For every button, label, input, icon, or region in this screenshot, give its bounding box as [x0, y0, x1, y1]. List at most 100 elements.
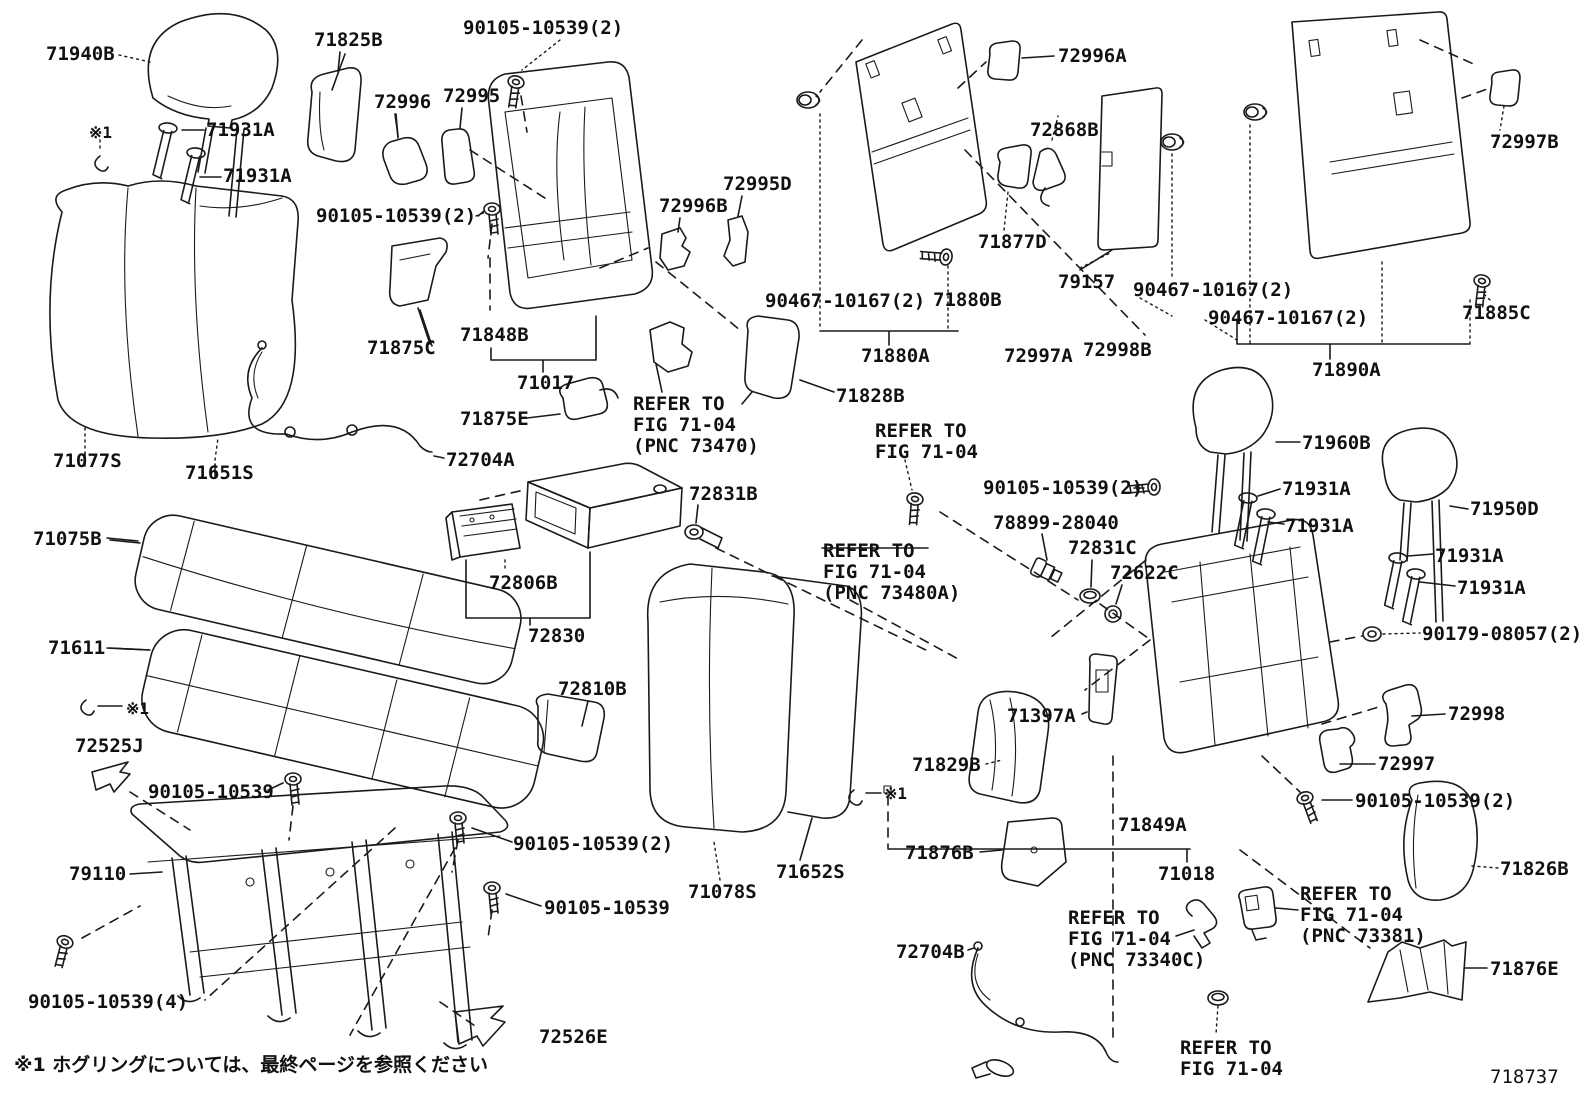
part-label: 71829B [912, 754, 981, 776]
footnote: ※1 ホグリングについては、最終ページを参照ください [14, 1054, 488, 1076]
part-label: 72831C [1068, 537, 1137, 559]
part-label: 90467-10167(2) [1208, 307, 1369, 329]
part-label: 71890A [1312, 359, 1381, 381]
part-label: 71651S [185, 462, 254, 484]
clip-72996a-art [957, 40, 1055, 89]
figure-number: 718737 [1490, 1066, 1559, 1088]
part-label: 72998 [1448, 703, 1506, 725]
cover-71826b-art [1403, 780, 1499, 901]
part-label: 72622C [1110, 562, 1179, 584]
pin-72831b-art [684, 504, 931, 653]
part-label: 72998B [1083, 339, 1152, 361]
part-label: 90105-10539(2) [1355, 790, 1516, 812]
part-label: REFER TO FIG 71-04 (PNC 73480A) [823, 540, 961, 604]
back-panel-left-art [796, 22, 1146, 346]
part-label: ※1 [89, 123, 113, 142]
misc-bottom-right-art [1175, 849, 1371, 1035]
part-label: 71875C [367, 337, 436, 359]
side-shield-art [388, 237, 835, 421]
cover-72810b-art [535, 693, 606, 763]
part-label: 72525J [75, 735, 144, 757]
part-label: 71931A [1435, 545, 1504, 567]
seatback-board-small-art [306, 51, 362, 163]
part-label: 71397A [1007, 705, 1076, 727]
leader-lines [84, 39, 1491, 651]
part-label: REFER TO FIG 71-04 (PNC 73340C) [1068, 907, 1206, 971]
part-label: ※1 [126, 699, 150, 718]
part-label: 71885C [1462, 302, 1531, 324]
recliner-parts-art [599, 195, 749, 331]
part-label: REFER TO FIG 71-04 [875, 420, 978, 463]
part-label: 90467-10167(2) [765, 290, 926, 312]
part-label: REFER TO FIG 71-04 [1180, 1037, 1283, 1080]
part-label: 71931A [223, 165, 292, 187]
cable-72704a-art [246, 340, 445, 459]
part-label: 71877D [978, 231, 1047, 253]
back-panel-right-art [1160, 11, 1521, 360]
part-label: 71652S [776, 861, 845, 883]
part-label: REFER TO FIG 71-04 (PNC 73381) [1300, 883, 1426, 947]
part-label: 71828B [836, 385, 905, 407]
part-label: 90105-10539(2) [513, 833, 674, 855]
bench-cushion-art [109, 514, 522, 685]
part-label: 71940B [46, 43, 115, 65]
part-label: 90105-10539 [544, 897, 670, 919]
part-label: 72831B [689, 483, 758, 505]
part-label: 71017 [517, 372, 575, 394]
side-covers-right-art [968, 653, 1118, 887]
part-label: 71931A [206, 119, 275, 141]
part-label: 71876B [905, 842, 974, 864]
part-label: 71077S [53, 450, 122, 472]
seatback-right-art [646, 563, 961, 881]
part-label: 71960B [1302, 432, 1371, 454]
part-label: 72868B [1030, 119, 1099, 141]
part-label: 72995D [723, 173, 792, 195]
lock-parts-art [997, 115, 1066, 231]
headrest-stay-art [94, 121, 222, 206]
part-label: 71078S [688, 881, 757, 903]
part-label: 72996 [374, 91, 432, 113]
part-label: 71931A [1282, 478, 1351, 500]
part-label: 71849A [1118, 814, 1187, 836]
part-label: 72830 [528, 625, 586, 647]
part-label: 72810B [558, 678, 627, 700]
part-label: 71876E [1490, 958, 1559, 980]
board-79157-art [1079, 87, 1163, 271]
part-label: 72996B [659, 195, 728, 217]
part-label: 79110 [69, 863, 127, 885]
part-label: 71880B [933, 289, 1002, 311]
part-label: 72704B [896, 941, 965, 963]
part-label: 79157 [1058, 271, 1116, 293]
part-label: REFER TO FIG 71-04 (PNC 73470) [633, 393, 759, 457]
part-label: 90105-10539 [148, 781, 274, 803]
seatback-frame-right-art [883, 518, 1383, 1039]
part-label: 72806B [489, 572, 558, 594]
part-label: 90105-10539(2) [316, 205, 477, 227]
part-label: 71931A [1285, 515, 1354, 537]
part-label: 78899-28040 [993, 512, 1119, 534]
headrest-left-art [118, 12, 279, 218]
part-label: 71848B [460, 324, 529, 346]
part-label: 72997B [1490, 131, 1559, 153]
part-label: 72526E [539, 1026, 608, 1048]
seat-frame-art [129, 785, 509, 1050]
armrest-art [445, 462, 683, 626]
part-label: 71826B [1500, 858, 1569, 880]
cable-72704b-art [967, 941, 1119, 1079]
part-label: 90105-10539(2) [463, 17, 624, 39]
part-label: 90105-10539(4) [28, 991, 189, 1013]
part-label: 90467-10167(2) [1133, 279, 1294, 301]
seatback-cushion-left-art [49, 180, 299, 461]
part-label: 72997 [1378, 753, 1436, 775]
fastener-cluster-art [821, 459, 1161, 639]
part-label: 71825B [314, 29, 383, 51]
headrest-right-art [1192, 366, 1469, 627]
hinge-brackets-art [382, 107, 549, 201]
part-label: 71875E [460, 408, 529, 430]
bracket-71876e-art [1367, 939, 1488, 1003]
part-label: 72995 [443, 85, 501, 107]
part-label: 72996A [1058, 45, 1127, 67]
part-label: 71075B [33, 528, 102, 550]
